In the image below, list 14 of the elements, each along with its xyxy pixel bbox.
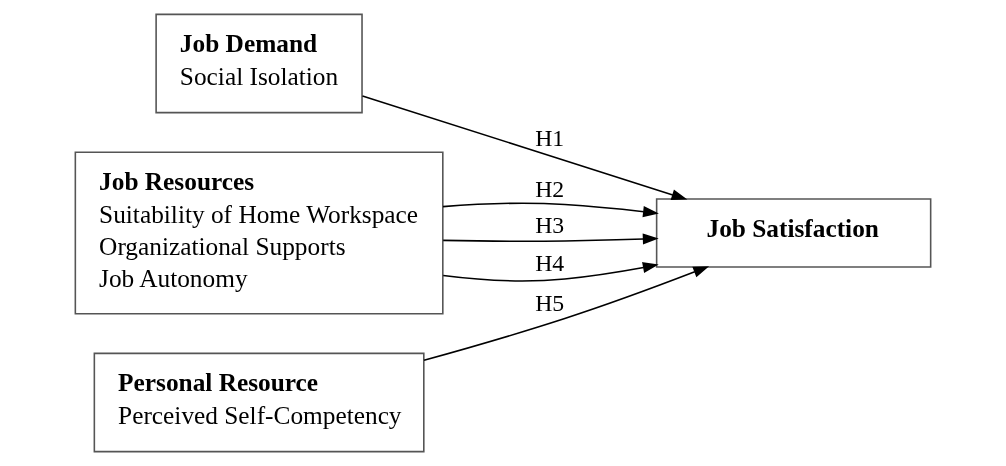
arrow	[442, 233, 659, 245]
edge-label: H3	[535, 212, 565, 238]
edge-label: H1	[535, 124, 565, 151]
edge-label: H5	[535, 289, 565, 316]
arrow	[361, 95, 688, 201]
node-box: Job Resources Suitability of Home Workspace Organizational Supports Job Autonomy	[74, 151, 444, 315]
arrow	[442, 262, 659, 282]
edge-label: H2	[535, 175, 565, 202]
node-box: Personal Resource Perceived Self-Competency	[93, 352, 425, 453]
arrow	[442, 202, 659, 218]
arrow	[423, 266, 710, 362]
node-box: Job Satisfaction	[655, 198, 932, 268]
edge-label: H4	[535, 250, 565, 277]
node-box: Job Demand Social Isolation	[155, 13, 363, 114]
